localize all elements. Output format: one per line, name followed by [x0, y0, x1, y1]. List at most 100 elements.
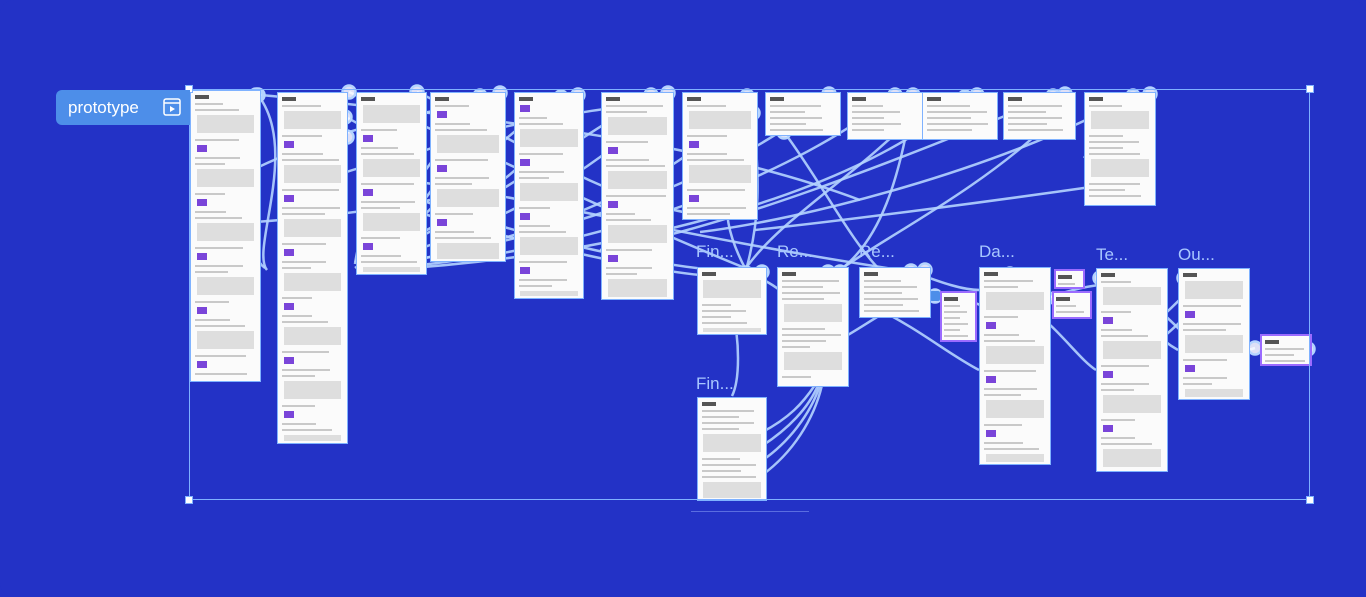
wireframe-element — [1102, 425, 1113, 432]
wireframe-element — [282, 243, 326, 245]
wireframe-element — [195, 103, 223, 105]
play-frame-icon[interactable] — [163, 98, 181, 116]
wireframe-logo — [1101, 273, 1116, 277]
wireframe-screen[interactable] — [1260, 334, 1312, 366]
wireframe-element — [852, 105, 883, 107]
wireframe-screen[interactable] — [1096, 268, 1168, 472]
wireframe-element — [283, 357, 294, 364]
wireframe-element — [436, 219, 447, 226]
wireframe-element — [283, 219, 342, 237]
wireframe-element — [1184, 311, 1195, 318]
wireframe-element — [782, 298, 825, 300]
wireframe-screen[interactable] — [979, 267, 1051, 465]
wireframe-screen[interactable] — [697, 397, 767, 501]
wireframe-screen[interactable] — [1054, 269, 1085, 289]
wireframe-element — [196, 199, 207, 206]
wireframe-element — [195, 247, 243, 249]
wireframe-screen[interactable] — [859, 267, 931, 318]
wireframe-screen[interactable] — [697, 267, 767, 335]
wireframe-screen[interactable] — [1003, 92, 1076, 140]
wireframe-logo — [195, 95, 210, 99]
wireframe-element — [606, 219, 651, 221]
frame-label-find-1[interactable]: Fin... — [696, 242, 734, 261]
frame-label-find-2[interactable]: Fin... — [696, 374, 734, 393]
wireframe-logo — [519, 97, 534, 101]
wireframe-element — [852, 123, 901, 125]
wireframe-element — [943, 305, 960, 307]
wireframe-screen[interactable] — [777, 267, 849, 387]
wireframe-element — [283, 141, 294, 148]
wireframe-element — [702, 458, 741, 460]
wireframe-screen[interactable] — [682, 92, 758, 220]
wireframe-element — [195, 157, 240, 159]
wireframe-element — [1184, 365, 1195, 372]
canvas-scrollbar[interactable] — [691, 511, 809, 512]
frame-label-ou[interactable]: Ou... — [1178, 245, 1215, 264]
wireframe-element — [702, 310, 747, 312]
wireframe-element — [702, 316, 732, 318]
wireframe-element — [864, 280, 902, 282]
wireframe-screen[interactable] — [601, 92, 674, 300]
wireframe-screen[interactable] — [356, 92, 427, 275]
frame-label-da[interactable]: Da... — [979, 242, 1015, 261]
wireframe-element — [1057, 283, 1076, 285]
wireframe-screen[interactable] — [922, 92, 998, 140]
wireframe-element — [282, 297, 312, 299]
wireframe-element — [1183, 329, 1226, 331]
wireframe-element — [283, 411, 294, 418]
selection-handle-top-right[interactable] — [1306, 85, 1314, 93]
wireframe-element — [1183, 377, 1228, 379]
wireframe-screen[interactable] — [765, 92, 841, 136]
wireframe-element — [606, 141, 649, 143]
wireframe-screen[interactable] — [514, 92, 584, 299]
wireframe-element — [770, 111, 806, 113]
selection-box[interactable] — [189, 89, 1310, 500]
wireframe-element — [1183, 305, 1241, 307]
wireframe-element — [1101, 329, 1132, 331]
wireframe-screen[interactable] — [277, 92, 348, 444]
wireframe-element — [606, 159, 649, 161]
wireframe-element — [864, 298, 919, 300]
wireframe-screen[interactable] — [1052, 291, 1092, 319]
wireframe-element — [782, 334, 841, 336]
wireframe-element — [687, 105, 726, 107]
wireframe-logo — [770, 97, 785, 101]
wireframe-screen[interactable] — [430, 92, 506, 262]
wireframe-element — [282, 105, 322, 107]
frame-label-re-1[interactable]: Re... — [777, 242, 813, 261]
wireframe-element — [606, 195, 666, 197]
wireframe-element — [687, 189, 746, 191]
wireframe-element — [703, 482, 761, 498]
frame-label-re-2[interactable]: Re... — [859, 242, 895, 261]
wireframe-screen[interactable] — [190, 90, 261, 382]
wireframe-screen[interactable] — [847, 92, 923, 140]
wireframe-element — [782, 286, 824, 288]
wireframe-element — [1102, 287, 1162, 305]
wireframe-element — [1101, 281, 1131, 283]
wireframe-element — [196, 223, 255, 241]
selection-handle-bottom-right[interactable] — [1306, 496, 1314, 504]
wireframe-element — [282, 189, 340, 191]
wireframe-element — [195, 109, 239, 111]
wireframe-element — [1264, 354, 1294, 356]
wireframe-element — [606, 165, 666, 167]
frame-label-te[interactable]: Te... — [1096, 245, 1129, 264]
wireframe-screen[interactable] — [940, 291, 977, 342]
wireframe-element — [1183, 323, 1242, 325]
wireframe-element — [435, 129, 488, 131]
wireframe-element — [782, 376, 811, 378]
wireframe-element — [703, 328, 761, 332]
wireframe-element — [362, 243, 373, 250]
wireframe-element — [1264, 360, 1305, 362]
wireframe-element — [1184, 281, 1244, 299]
wireframe-element — [688, 195, 699, 202]
wireframe-element — [770, 105, 822, 107]
wireframe-element — [1089, 153, 1140, 155]
wireframe-element — [283, 327, 342, 345]
wireframe-screen[interactable] — [1084, 92, 1156, 206]
wireframe-logo — [702, 402, 717, 406]
prototype-tag[interactable]: prototype — [56, 90, 190, 125]
wireframe-screen[interactable] — [1178, 268, 1250, 400]
selection-handle-bottom-left[interactable] — [185, 496, 193, 504]
